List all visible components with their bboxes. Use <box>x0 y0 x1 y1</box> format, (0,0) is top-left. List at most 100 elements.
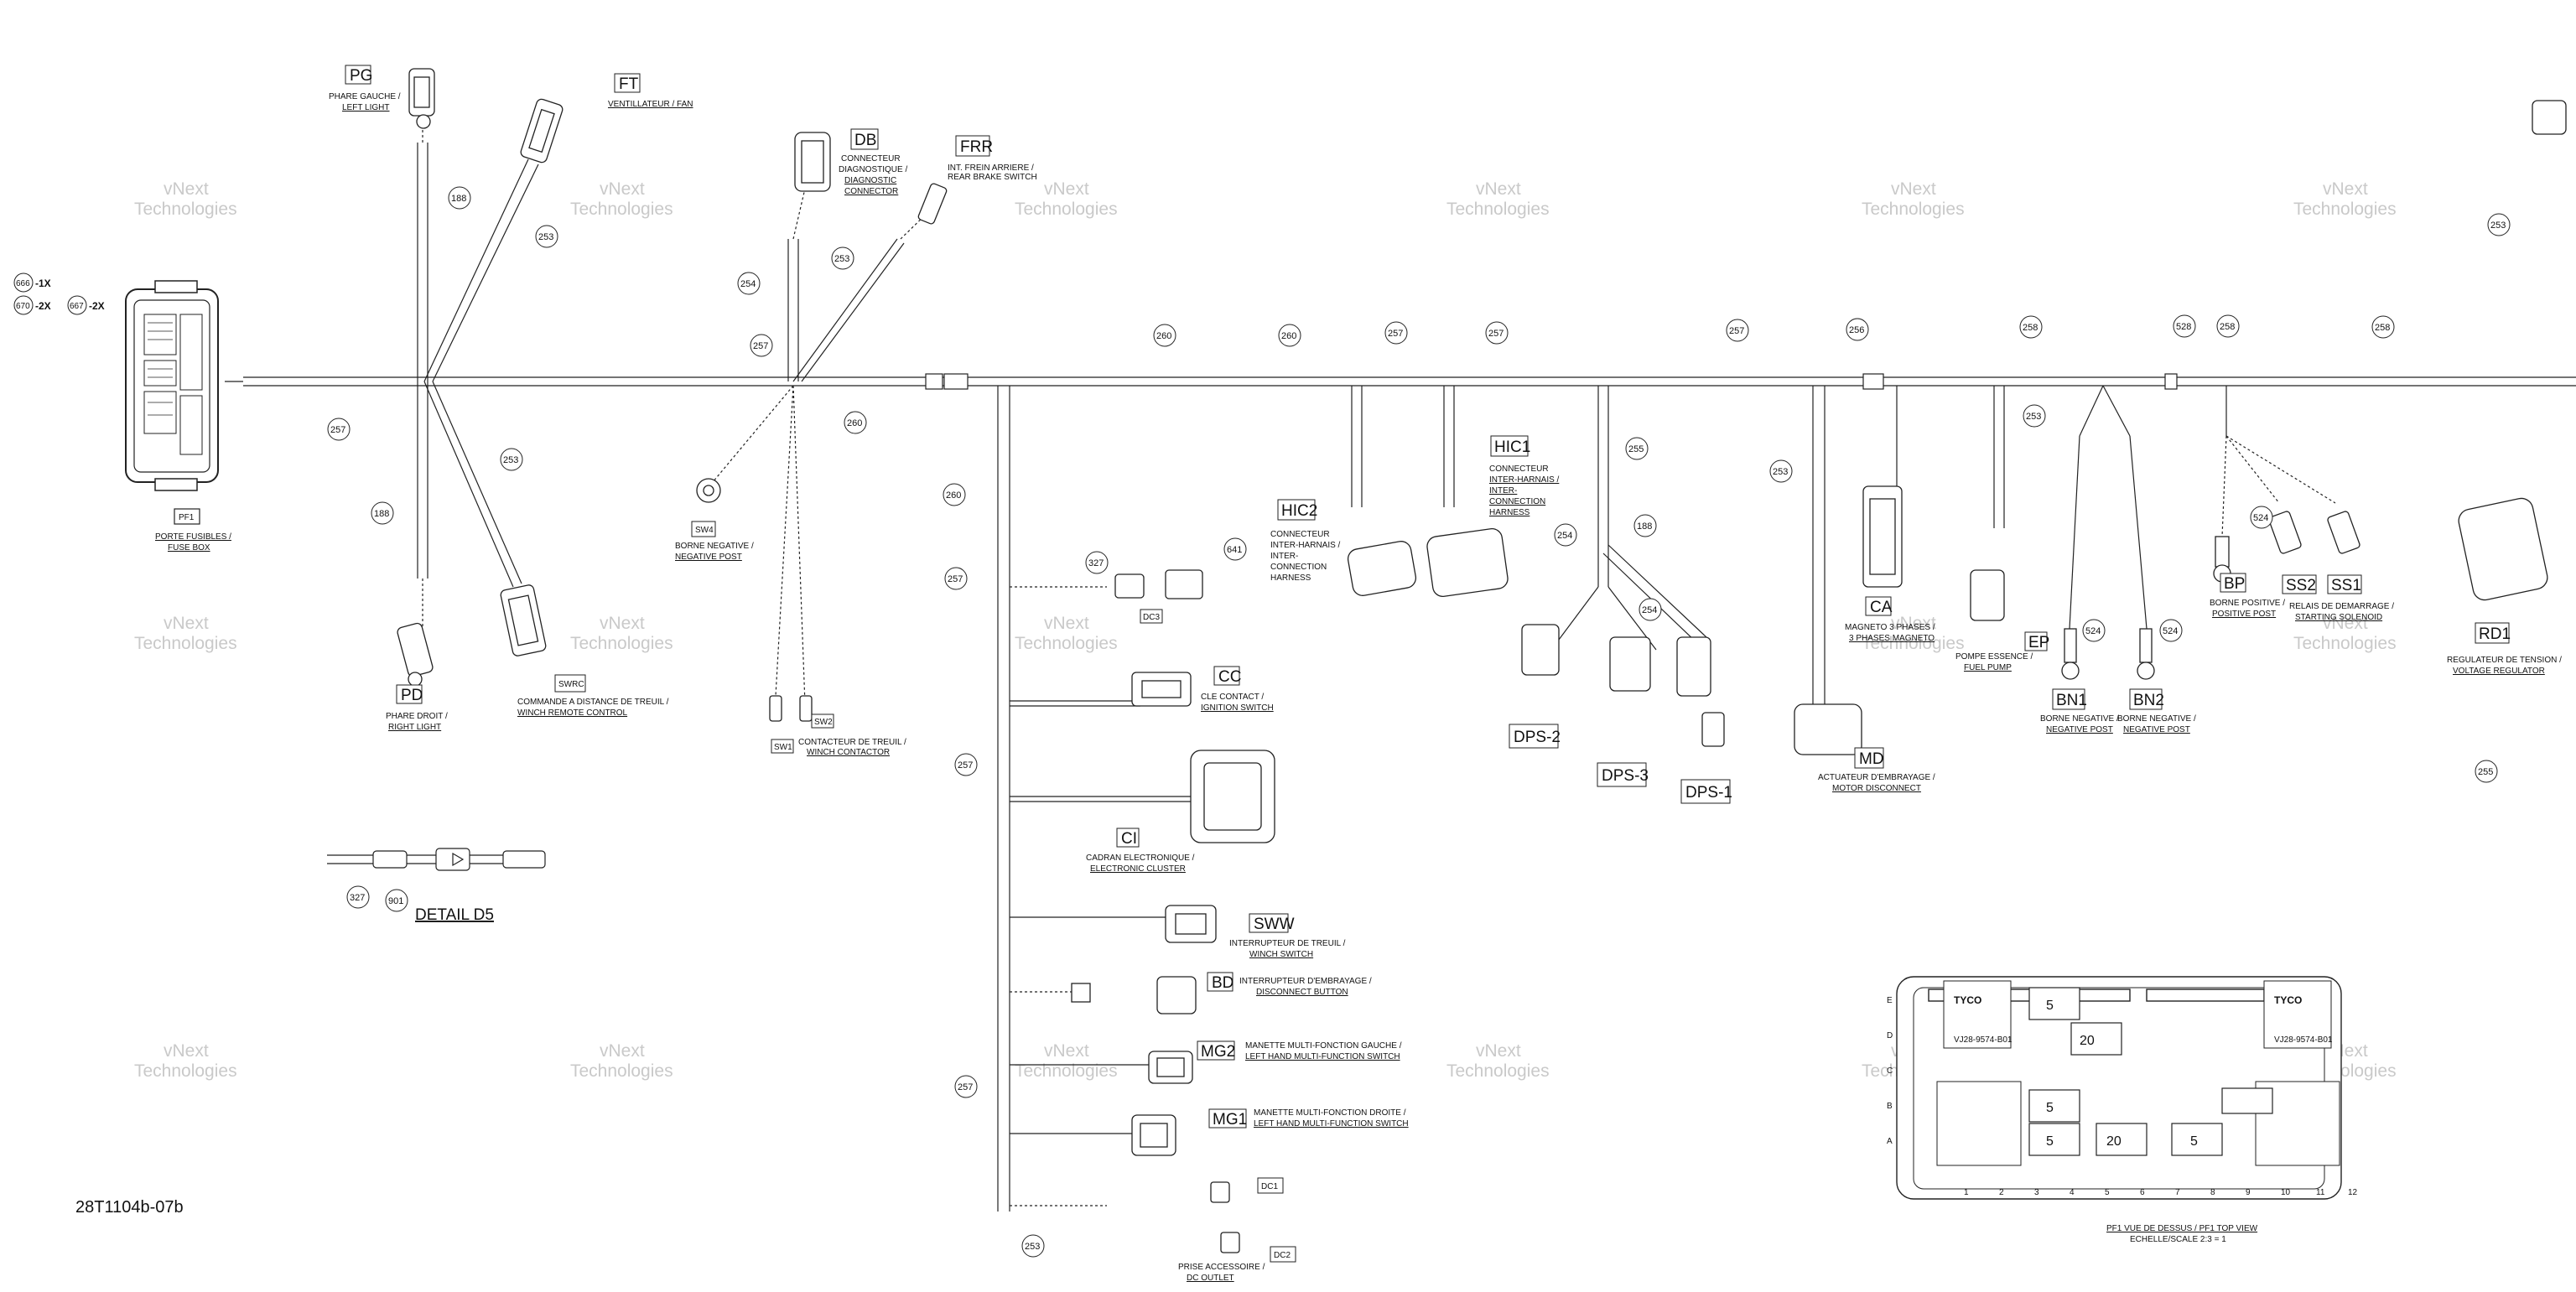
connector-code-frr: FRR <box>960 138 993 156</box>
connector-label-mg1: LEFT HAND MULTI-FUNCTION SWITCH <box>1254 1119 1409 1129</box>
watermark: vNext <box>600 614 645 633</box>
svg-text:260: 260 <box>1156 331 1171 341</box>
connector-label-swrc: COMMANDE A DISTANCE DE TREUIL / <box>517 698 669 707</box>
connector-label-bp: POSITIVE POST <box>2212 610 2276 619</box>
connector-label-mg2: LEFT HAND MULTI-FUNCTION SWITCH <box>1245 1052 1400 1061</box>
connector-code-mg2: MG2 <box>1201 1043 1235 1061</box>
svg-text:VJ28-9574-B01: VJ28-9574-B01 <box>1954 1035 2012 1045</box>
connector-code-dps2: DPS-2 <box>1514 729 1561 746</box>
svg-text:901: 901 <box>388 896 403 906</box>
main-trunk <box>225 373 2576 390</box>
connector-code-db: DB <box>854 132 876 149</box>
connector-label-ep: POMPE ESSENCE / <box>1955 652 2033 662</box>
svg-text:260: 260 <box>847 418 862 428</box>
watermark: vNext <box>1476 1041 1521 1061</box>
wire-number-circles <box>327 186 2511 1258</box>
svg-text:253: 253 <box>1773 467 1788 477</box>
connector-label-hic2: CONNECTION <box>1270 563 1327 572</box>
svg-text:TYCO: TYCO <box>2274 994 2302 1006</box>
svg-text:C: C <box>1887 1066 1893 1076</box>
connector-code-hic2: HIC2 <box>1281 502 1317 520</box>
watermark: vNext <box>1044 179 1089 199</box>
connector-code-dc3: DC3 <box>1143 613 1160 622</box>
svg-text:327: 327 <box>1088 558 1104 568</box>
connector-label-hic2: INTER-HARNAIS / <box>1270 541 1341 550</box>
watermark: Technologies <box>1862 634 1965 653</box>
svg-text:5: 5 <box>2046 1134 2054 1149</box>
svg-text:5: 5 <box>2046 999 2054 1013</box>
left-branches <box>417 117 539 629</box>
connector-label-rd1: REGULATEUR DE TENSION / <box>2447 656 2562 665</box>
watermark: Technologies <box>134 1061 237 1081</box>
connector-code-bn1: BN1 <box>2056 692 2087 709</box>
watermark: vNext <box>1044 614 1089 633</box>
watermark: Technologies <box>570 634 673 653</box>
connector-label-sww: WINCH SWITCH <box>1249 950 1313 959</box>
svg-text:188: 188 <box>1637 521 1652 532</box>
svg-text:260: 260 <box>1281 331 1296 341</box>
connector-label-bn1: NEGATIVE POST <box>2046 725 2113 734</box>
svg-text:256: 256 <box>1849 325 1864 335</box>
connector-label-dc2: PRISE ACCESSOIRE / <box>1178 1263 1265 1272</box>
watermark: Technologies <box>570 200 673 219</box>
svg-text:253: 253 <box>538 232 553 242</box>
svg-text:E: E <box>1887 996 1893 1005</box>
svg-text:B: B <box>1887 1102 1893 1111</box>
connector-code-dps3: DPS-3 <box>1602 767 1649 785</box>
svg-text:260: 260 <box>946 490 961 501</box>
legend-suffix: -2X <box>89 300 105 312</box>
legend-suffix: -2X <box>35 300 51 312</box>
watermark: vNext <box>1476 179 1521 199</box>
connector-label-bn1: BORNE NEGATIVE / <box>2040 714 2119 724</box>
connector-label-ci: ELECTRONIC CLUSTER <box>1090 864 1186 874</box>
connector-code-pd: PD <box>401 687 423 704</box>
connector-label-db: CONNECTOR <box>844 187 898 196</box>
connector-label-hic2: HARNESS <box>1270 573 1311 583</box>
svg-text:253: 253 <box>2490 221 2506 231</box>
connector-label-pg: PHARE GAUCHE / <box>329 92 401 101</box>
detail-label: DETAIL D5 <box>415 906 494 924</box>
connector-label-pd: PHARE DROIT / <box>386 712 448 721</box>
watermark: Technologies <box>2293 200 2397 219</box>
svg-text:12: 12 <box>2348 1188 2358 1197</box>
connector-label-ep: FUEL PUMP <box>1964 663 2012 672</box>
connector-label-db: CONNECTEUR <box>841 154 901 163</box>
svg-text:7: 7 <box>2175 1188 2180 1197</box>
connector-code-sw1: SW1 <box>774 743 792 752</box>
connector-code-bp: BP <box>2224 575 2245 593</box>
connector-label-db: DIAGNOSTIQUE / <box>839 165 907 174</box>
connector-label-sw2: CONTACTEUR DE TREUIL / <box>798 738 906 747</box>
connector-label-sw4: BORNE NEGATIVE / <box>675 542 754 551</box>
detail-d5 <box>327 848 546 871</box>
connector-label-ss1: STARTING SOLENOID <box>2295 613 2382 622</box>
watermark: Technologies <box>134 200 237 219</box>
connector-label-sw4: NEGATIVE POST <box>675 553 742 562</box>
connector-code-pg: PG <box>350 67 372 85</box>
svg-text:20: 20 <box>2106 1134 2122 1149</box>
connector-label-hic1: INTER- <box>1489 486 1517 496</box>
connector-label-md: ACTUATEUR D'EMBRAYAGE / <box>1818 773 1935 782</box>
fuse-box-labels: TYCO TYCO VJ28-9574-B01 VJ28-9574-B01 5 … <box>1887 994 2358 1244</box>
legend-suffix: -1X <box>35 278 51 289</box>
svg-text:257: 257 <box>1729 326 1744 336</box>
connector-label-dc2: DC OUTLET <box>1187 1274 1234 1283</box>
svg-text:257: 257 <box>753 341 768 351</box>
svg-text:641: 641 <box>1227 545 1242 555</box>
connector-label-frr: INT. FREIN ARRIERE / <box>948 163 1034 173</box>
svg-text:188: 188 <box>451 194 466 204</box>
watermark: Technologies <box>1015 1061 1118 1081</box>
connector-label-ca: MAGNETO 3 PHASES / <box>1845 623 1935 632</box>
connector-label-hic2: INTER- <box>1270 552 1298 561</box>
fuse-box-top-view <box>1896 976 2342 1200</box>
watermark: Technologies <box>570 1061 673 1081</box>
svg-text:2: 2 <box>1999 1188 2004 1197</box>
svg-text:257: 257 <box>958 760 973 771</box>
connector-label-ci: CADRAN ELECTRONIQUE / <box>1086 854 1195 863</box>
connector-label-rd1: VOLTAGE REGULATOR <box>2453 667 2545 676</box>
svg-text:PF1 VUE DE DESSUS / PF1 TOP VI: PF1 VUE DE DESSUS / PF1 TOP VIEW <box>2106 1224 2258 1233</box>
connector-code-md: MD <box>1859 750 1884 768</box>
connector-code-dps1: DPS-1 <box>1685 784 1732 802</box>
